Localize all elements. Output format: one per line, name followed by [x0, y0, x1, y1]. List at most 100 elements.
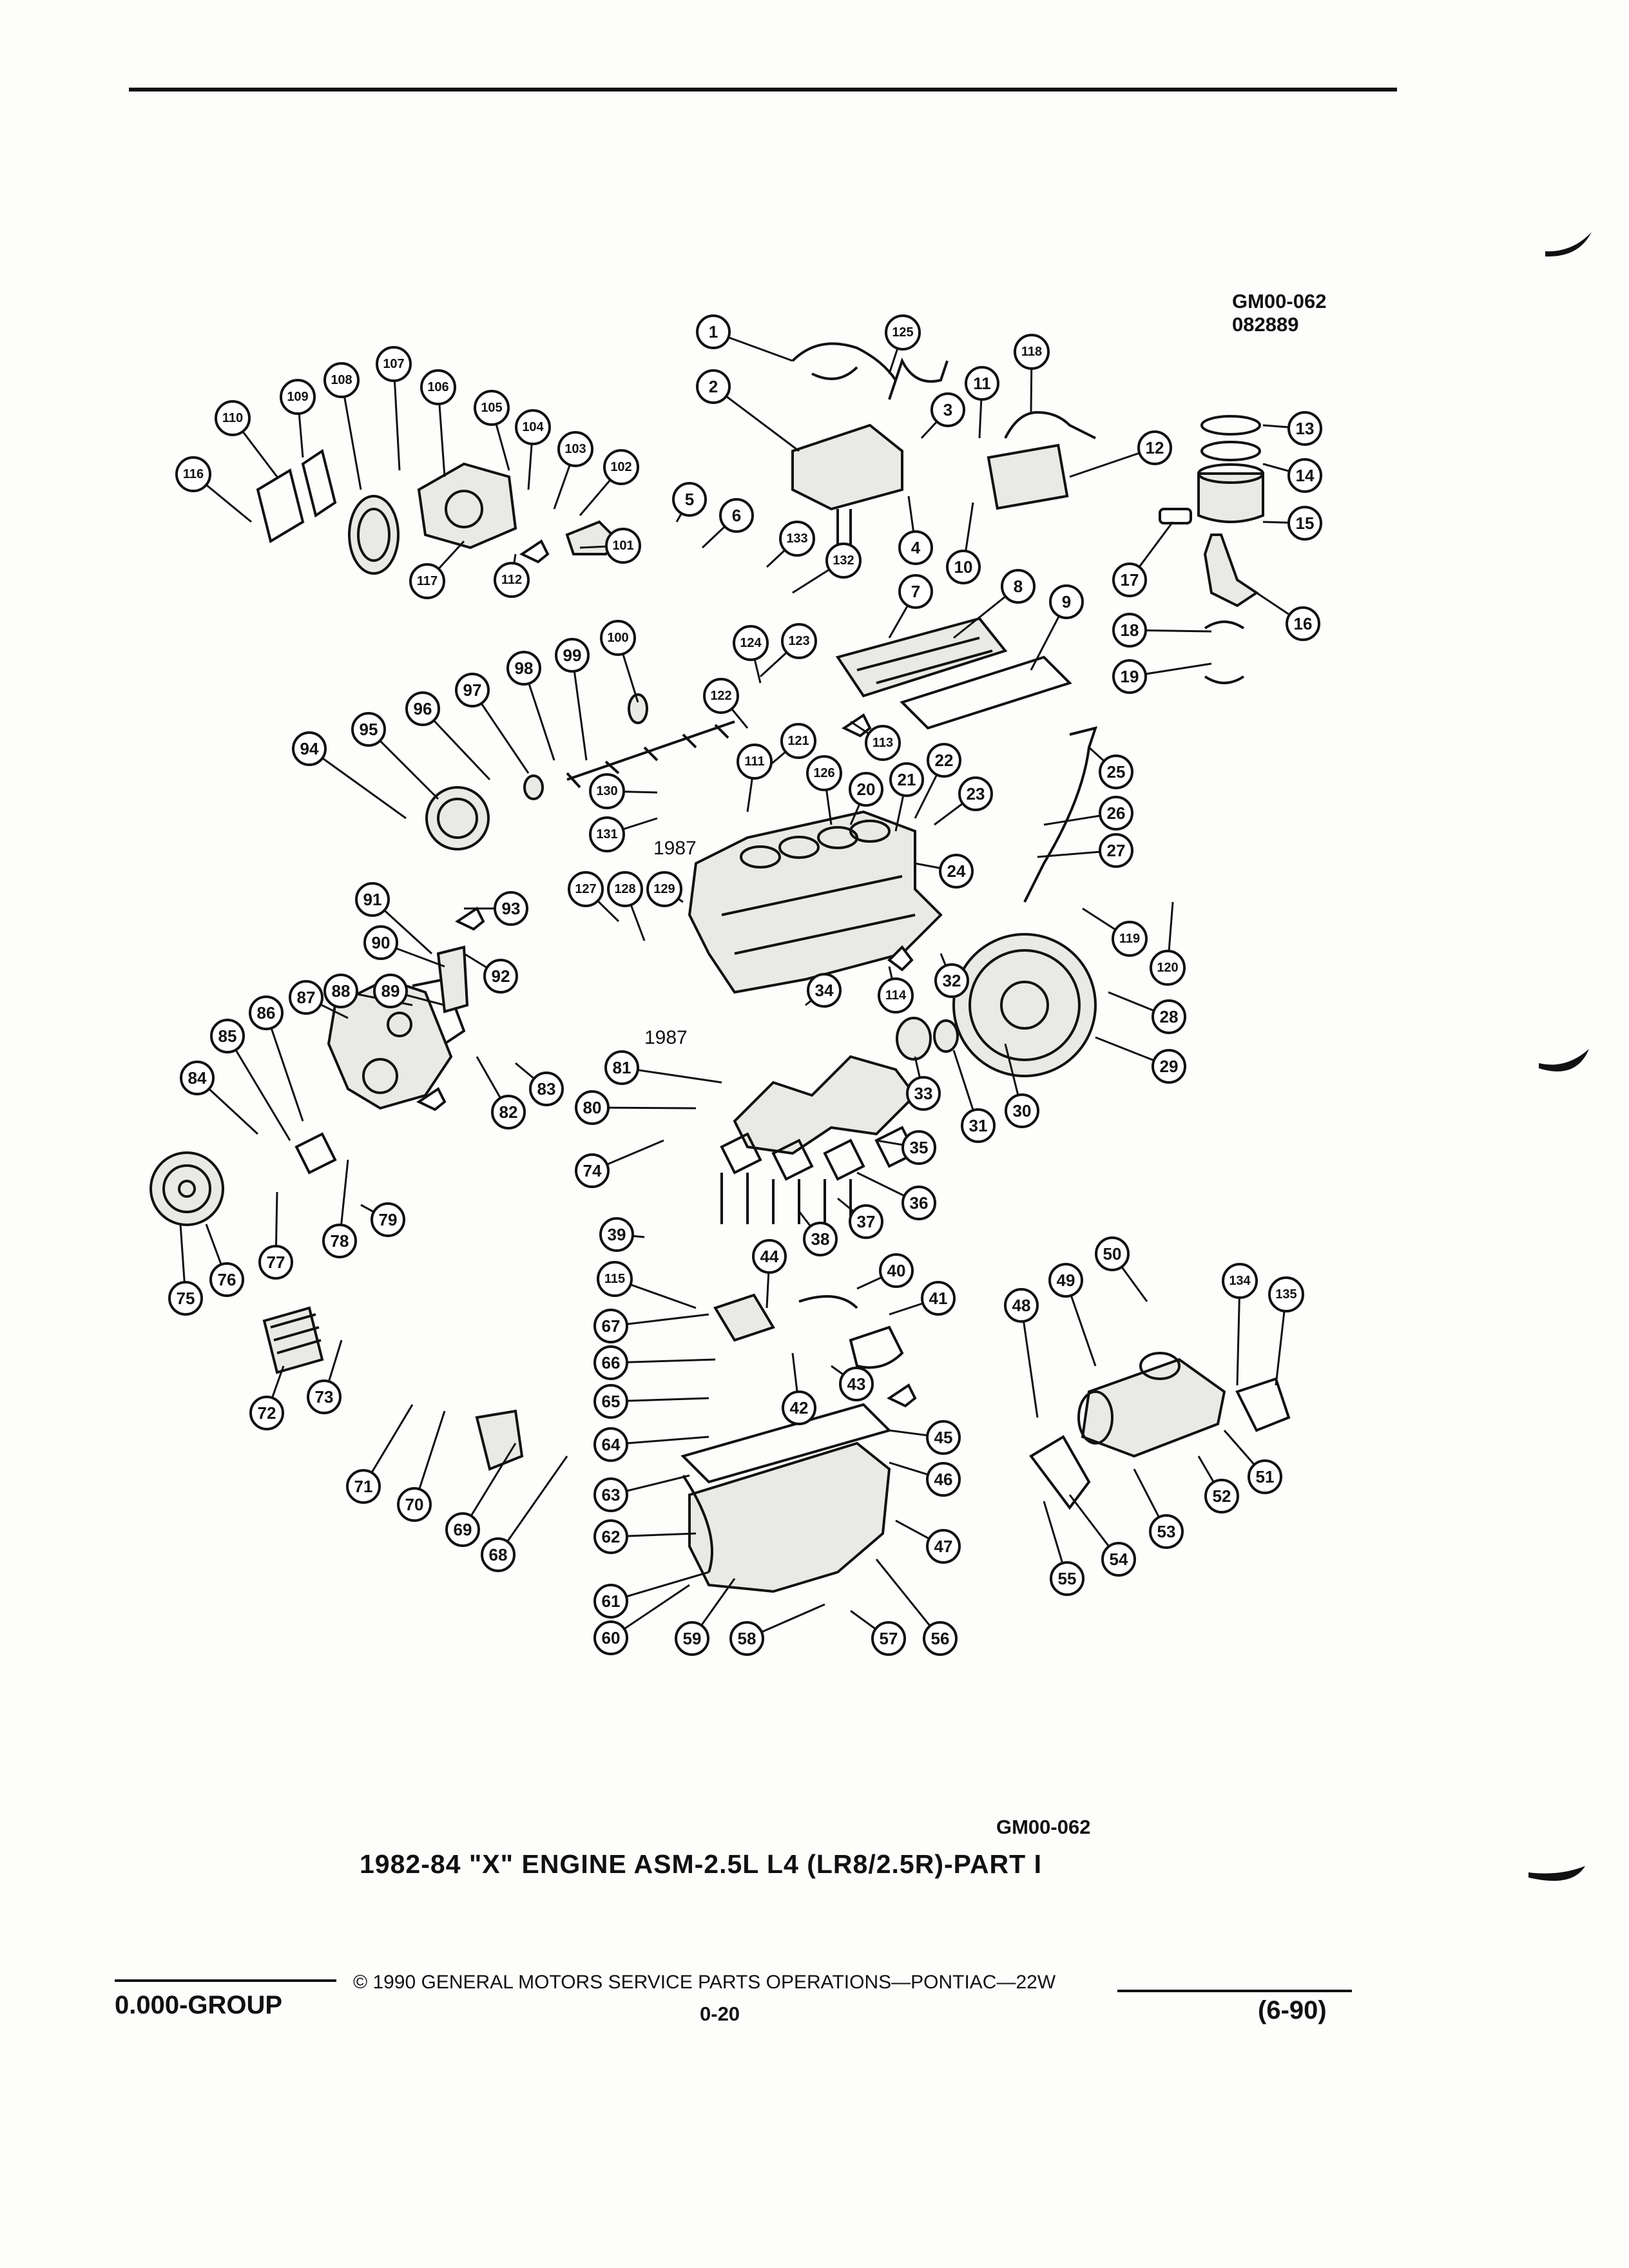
callout-number: 74 — [583, 1161, 602, 1180]
callout-number: 14 — [1296, 466, 1315, 485]
callout-circle — [939, 854, 974, 889]
callout-circle — [323, 362, 360, 398]
callout-23: 23 — [958, 776, 993, 811]
callout-number: 104 — [522, 420, 544, 434]
callout-circle — [1048, 1263, 1083, 1298]
callout-45: 45 — [926, 1420, 961, 1455]
callout-10: 10 — [946, 550, 981, 584]
callout-circle — [575, 1090, 610, 1125]
callout-number: 13 — [1296, 419, 1315, 438]
callout-number: 76 — [218, 1270, 236, 1289]
callout-5: 5 — [672, 482, 707, 517]
callout-122: 122 — [703, 678, 739, 714]
callout-52: 52 — [1204, 1479, 1239, 1514]
ignition-coil — [987, 443, 1069, 510]
callout-34: 34 — [807, 973, 842, 1008]
callout-number: 92 — [492, 966, 510, 986]
callout-86: 86 — [249, 995, 284, 1030]
leader-line — [571, 655, 588, 761]
leader-line — [497, 1456, 568, 1555]
rod-bearing-upper — [1204, 620, 1245, 629]
callout-number: 135 — [1275, 1287, 1296, 1302]
callout-67: 67 — [593, 1309, 628, 1343]
water-pump — [417, 462, 517, 550]
water-pump-pulley — [348, 495, 400, 575]
footer-rule-right — [1117, 1990, 1352, 1992]
valve-cover — [835, 617, 1008, 698]
callout-circle — [346, 1469, 381, 1504]
callout-33: 33 — [906, 1076, 941, 1111]
callout-27: 27 — [1099, 833, 1133, 868]
callout-circle — [780, 723, 816, 759]
callout-78: 78 — [322, 1224, 357, 1258]
callout-number: 3 — [943, 400, 952, 419]
footer-group: 0.000-GROUP — [115, 1991, 283, 2019]
callout-number: 44 — [760, 1247, 779, 1266]
callout-number: 110 — [222, 411, 243, 425]
callout-circle — [729, 1621, 764, 1656]
caption-code: GM00-062 — [996, 1816, 1091, 1838]
callout-circle — [927, 743, 961, 778]
callout-65: 65 — [593, 1384, 628, 1419]
callout-7: 7 — [898, 574, 933, 609]
callout-47: 47 — [926, 1529, 961, 1564]
oil-pump — [713, 1293, 775, 1342]
callout-number: 59 — [683, 1629, 702, 1648]
callout-80: 80 — [575, 1090, 610, 1125]
callout-number: 85 — [218, 1026, 237, 1046]
callout-number: 96 — [414, 699, 432, 718]
callout-32: 32 — [934, 963, 969, 998]
callout-circle — [494, 562, 530, 598]
callout-number: 67 — [602, 1316, 621, 1336]
callout-number: 75 — [177, 1289, 195, 1308]
callout-76: 76 — [209, 1262, 244, 1297]
callout-circle — [397, 1487, 432, 1522]
callout-number: 121 — [787, 734, 809, 748]
callout-107: 107 — [376, 346, 412, 382]
leader-line — [309, 747, 407, 820]
callout-59: 59 — [675, 1621, 709, 1656]
callout-circle — [958, 776, 993, 811]
callout-circle — [878, 977, 914, 1014]
callout-number: 40 — [887, 1261, 906, 1280]
callout-22: 22 — [927, 743, 961, 778]
callout-number: 80 — [583, 1098, 602, 1117]
callout-number: 73 — [315, 1387, 334, 1407]
callout-81: 81 — [604, 1050, 639, 1085]
callout-117: 117 — [409, 563, 445, 599]
callout-number: 98 — [515, 658, 534, 678]
callout-99: 99 — [555, 638, 590, 673]
callout-56: 56 — [923, 1621, 958, 1656]
callout-number: 123 — [788, 634, 809, 648]
callout-number: 112 — [501, 573, 522, 587]
callout-37: 37 — [849, 1204, 883, 1239]
callout-circle — [603, 449, 639, 485]
callout-number: 111 — [744, 754, 764, 769]
callout-74: 74 — [575, 1153, 610, 1188]
callout-number: 94 — [300, 739, 319, 758]
callout-number: 77 — [267, 1253, 285, 1272]
callout-circle — [322, 1224, 357, 1258]
callout-circle — [607, 871, 643, 907]
callout-number: 120 — [1157, 961, 1178, 975]
callout-112: 112 — [494, 562, 530, 598]
callout-11: 11 — [965, 366, 999, 401]
callout-number: 69 — [454, 1520, 472, 1539]
callout-43: 43 — [839, 1367, 874, 1401]
callout-circle — [593, 1477, 628, 1512]
callout-128: 128 — [607, 871, 643, 907]
callout-circle — [289, 980, 323, 1015]
callout-circle — [1014, 334, 1050, 370]
callout-number: 33 — [914, 1084, 933, 1103]
callout-40: 40 — [879, 1253, 914, 1288]
callout-number: 47 — [934, 1537, 953, 1556]
direction-arrow — [519, 539, 550, 564]
callout-number: 6 — [732, 506, 741, 525]
callout-number: 71 — [354, 1477, 373, 1496]
callout-62: 62 — [593, 1519, 628, 1554]
main-bearing-caps — [720, 1126, 917, 1181]
callout-number: 11 — [973, 374, 991, 393]
callout-number: 39 — [608, 1225, 626, 1244]
callout-number: 91 — [363, 890, 382, 909]
